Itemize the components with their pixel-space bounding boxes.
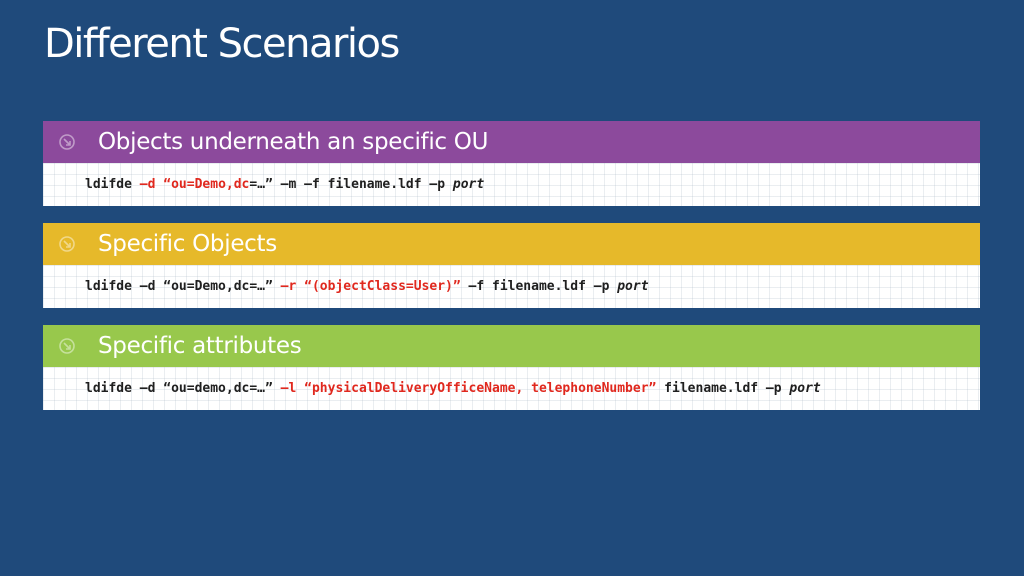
command-text: filename.ldf –p bbox=[656, 381, 790, 396]
command-highlight: –r “(objectClass=User)” bbox=[280, 279, 461, 294]
scenario-header: Specific attributes bbox=[43, 325, 980, 367]
command-placeholder: port bbox=[617, 279, 649, 294]
command-placeholder: port bbox=[452, 177, 485, 192]
command-text: ldifde bbox=[85, 177, 140, 192]
slide-title: Different Scenarios bbox=[44, 21, 400, 67]
command-text: =…” –m –f filename.ldf –p bbox=[249, 177, 453, 192]
command-highlight: –l “physicalDeliveryOfficeName, telephon… bbox=[280, 381, 657, 396]
scenario-heading: Objects underneath an specific OU bbox=[98, 129, 489, 155]
scenario-header: Objects underneath an specific OU bbox=[43, 121, 980, 163]
command-text: –f filename.ldf –p bbox=[460, 279, 618, 294]
command-text: ldifde –d “ou=Demo,dc=…” bbox=[85, 279, 281, 294]
command-line: ldifde –d “ou=Demo,dc=…” –r “(objectClas… bbox=[43, 265, 980, 308]
command-highlight: –d “ou=Demo,dc bbox=[139, 177, 250, 192]
scenario-specific-objects: Specific Objects ldifde –d “ou=Demo,dc=…… bbox=[43, 223, 980, 308]
command-text: ldifde –d “ou=demo,dc=…” bbox=[85, 381, 281, 396]
command-line: ldifde –d “ou=demo,dc=…” –l “physicalDel… bbox=[43, 367, 980, 410]
command-placeholder: port bbox=[789, 381, 821, 396]
arrow-circle-icon bbox=[55, 130, 79, 154]
scenario-specific-attributes: Specific attributes ldifde –d “ou=demo,d… bbox=[43, 325, 980, 410]
arrow-circle-icon bbox=[55, 232, 79, 256]
scenario-objects-under-ou: Objects underneath an specific OU ldifde… bbox=[43, 121, 980, 206]
command-line: ldifde –d “ou=Demo,dc=…” –m –f filename.… bbox=[43, 163, 980, 206]
arrow-circle-icon bbox=[55, 334, 79, 358]
scenario-header: Specific Objects bbox=[43, 223, 980, 265]
scenario-heading: Specific attributes bbox=[98, 333, 302, 359]
scenario-heading: Specific Objects bbox=[98, 231, 277, 257]
